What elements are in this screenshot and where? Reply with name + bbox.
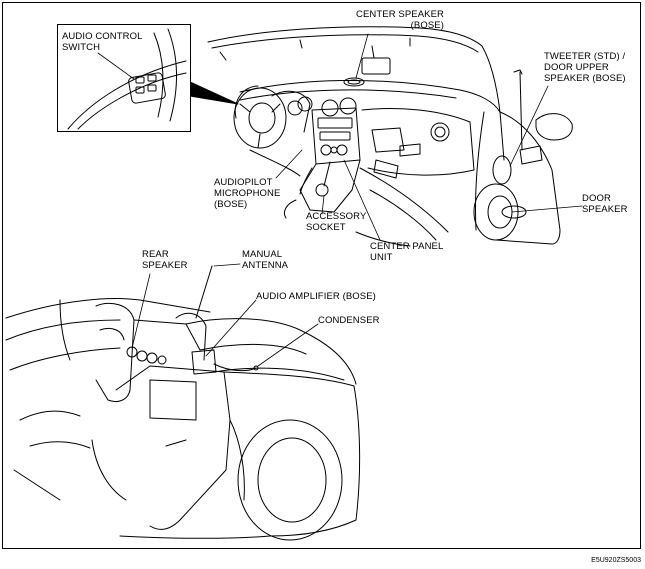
label-door-speaker: DOOR SPEAKER — [582, 193, 628, 215]
inset-pointer — [189, 81, 239, 105]
label-audiopilot-microphone: AUDIOPILOT MICROPHONE (BOSE) — [214, 177, 281, 210]
label-manual-antenna: MANUAL ANTENNA — [242, 249, 289, 271]
label-accessory-socket: ACCESSORY SOCKET — [306, 211, 367, 233]
label-audio-amplifier: AUDIO AMPLIFIER (BOSE) — [256, 291, 376, 302]
steering-wheel-closeup — [67, 28, 187, 130]
label-rear-speaker: REAR SPEAKER — [142, 249, 188, 271]
dashboard-drawing — [207, 26, 573, 247]
label-condenser: CONDENSER — [318, 315, 380, 326]
car-exterior-drawing — [5, 265, 361, 541]
label-tweeter: TWEETER (STD) / DOOR UPPER SPEAKER (BOSE… — [544, 51, 626, 84]
leader-lines — [131, 33, 583, 367]
label-center-panel-unit: CENTER PANEL UNIT — [370, 241, 444, 263]
label-audio-control-switch: AUDIO CONTROL SWITCH — [62, 31, 143, 53]
diagram-frame — [2, 2, 641, 549]
audio-control-switch-inset — [57, 24, 191, 132]
figure-code: E5U920ZS5003 — [591, 557, 641, 564]
label-center-speaker: CENTER SPEAKER (BOSE) — [356, 9, 444, 31]
